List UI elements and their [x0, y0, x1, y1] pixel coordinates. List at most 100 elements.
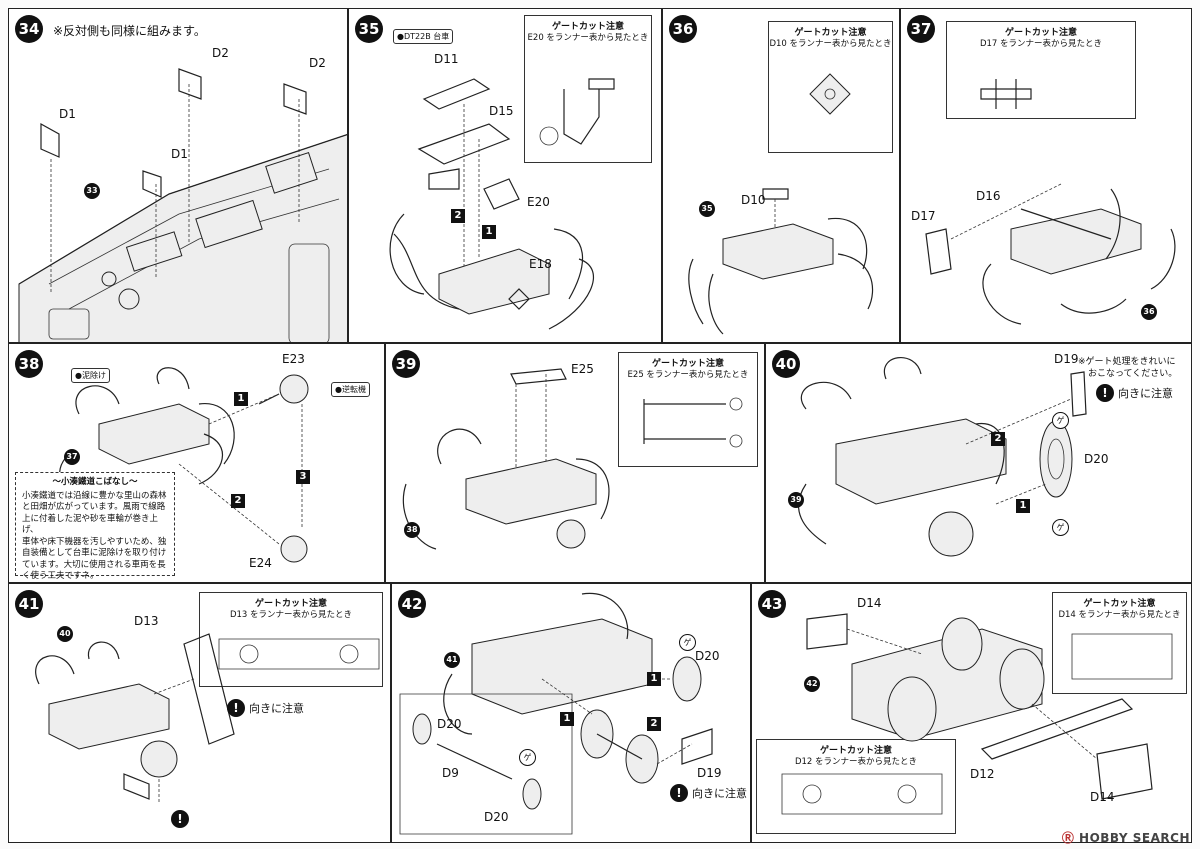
orientation-marker: !: [171, 810, 189, 828]
note-line: ています。大切に使用される車両を長: [22, 559, 166, 570]
gate-cut-callout: ゲートカット注意 E20 をランナー表から見たとき: [524, 15, 652, 163]
gate-mark-icon: ゲ: [1052, 412, 1069, 429]
gate-cut-callout: ゲートカット注意 D14 をランナー表から見たとき: [1052, 592, 1187, 694]
order-marker: 2: [451, 209, 465, 223]
step-34-panel: 34 ※反対側も同様に組みます。 D1 D2 D2 D1 33: [8, 8, 348, 343]
part-d14-label: D14: [857, 596, 882, 610]
orientation-warning: ! 向きに注意: [227, 699, 304, 717]
gate-cut-callout: ゲートカット注意 D17 をランナー表から見たとき: [946, 21, 1136, 119]
gate-cut-callout: ゲートカット注意 D13 をランナー表から見たとき: [199, 592, 383, 687]
step-number: 35: [355, 15, 383, 43]
car-body-diagram: [18, 68, 347, 342]
callout-title: ゲートカット注意: [254, 599, 327, 609]
note-line: 自装備として台車に泥除けを取り付け: [22, 548, 167, 558]
callout-desc: E25 をランナー表から見たとき: [627, 370, 749, 380]
step-37-panel: 37 ゲートカット注意 D17 をランナー表から見たとき D17 D16 36: [900, 8, 1192, 343]
exclamation-icon: !: [171, 810, 189, 828]
note-line: と田畑が広がっています。風雨で線路: [22, 502, 166, 512]
hobby-search-watermark: Ⓡ HOBBY SEARCH: [1061, 831, 1190, 845]
part-d1-label: D1: [171, 147, 188, 161]
callout-desc: D10 をランナー表から見たとき: [769, 39, 892, 49]
bogie-wheel-diagram: [798, 357, 1087, 557]
part-d14-label: D14: [1090, 790, 1115, 804]
ref-step-marker: 35: [699, 201, 715, 217]
callout-title: ゲートカット注意: [794, 28, 867, 38]
part-d2-label: D2: [309, 56, 326, 70]
order-marker: 1: [1016, 499, 1030, 513]
step-instruction: ※反対側も同様に組みます。: [53, 24, 206, 38]
part-d17-label: D17: [911, 209, 936, 223]
step-number: 37: [907, 15, 935, 43]
step-39-panel: 39 ゲートカット注意 E25 をランナー表から見たとき E25 38: [385, 343, 765, 583]
part-d16-label: D16: [976, 189, 1001, 203]
order-marker: 1: [482, 225, 496, 239]
callout-desc: D14 をランナー表から見たとき: [1058, 610, 1181, 620]
gate-note-line: ※ゲート処理をきれいに: [1078, 357, 1176, 367]
part-d19-label: D19: [1054, 352, 1079, 366]
part-d20-label: D20: [695, 649, 720, 663]
callout-desc: D17 をランナー表から見たとき: [979, 39, 1103, 49]
callout-title: ゲートカット注意: [819, 746, 892, 756]
mud-guard-badge: ●泥除け: [71, 368, 110, 383]
step-42-panel: 42 D20 D20 D9 D20 D19 ゲ ゲ 41 1 1 2: [391, 583, 751, 843]
part-d15-label: D15: [489, 104, 514, 118]
gate-mark-icon: ゲ: [519, 749, 536, 766]
exclamation-icon: !: [1096, 384, 1114, 402]
bogie-frame-diagram: [389, 78, 615, 330]
order-marker: 2: [647, 717, 661, 731]
callout-title: ゲートカット注意: [651, 359, 724, 369]
reverser-badge: ●逆転機: [331, 382, 370, 397]
ref-step-marker: 42: [804, 676, 820, 692]
bogie-brake-diagram: [925, 79, 1176, 325]
wheelset-diagram: [399, 592, 713, 835]
step-35-panel: 35 ●DT22B 台車 ゲートカット注意 E20 をランナー表から見たとき D…: [348, 8, 662, 343]
exclamation-icon: !: [227, 699, 245, 717]
note-title: 〜小湊鐵道こばなし〜: [52, 477, 138, 487]
bogie-sideframe-diagram: [35, 633, 380, 804]
order-marker: 1: [647, 672, 661, 686]
step-36-panel: 36 ゲートカット注意 D10 をランナー表から見たとき D10 35: [662, 8, 900, 343]
step-number: 36: [669, 15, 697, 43]
step-number: 41: [15, 590, 43, 618]
part-d2-label: D2: [212, 46, 229, 60]
bogie-reverser-diagram: [59, 367, 309, 563]
callout-desc: D12 をランナー表から見たとき: [794, 757, 918, 767]
part-d9-label: D9: [442, 766, 459, 780]
ref-step-marker: 37: [64, 449, 80, 465]
part-e25-label: E25: [571, 362, 594, 376]
bogie-e25-diagram: [402, 368, 743, 550]
part-d20-label: D20: [437, 717, 462, 731]
order-marker: 1: [234, 392, 248, 406]
ref-step-marker: 39: [788, 492, 804, 508]
orientation-warning: ! 向きに注意: [670, 784, 747, 802]
step-43-panel: 43 ゲートカット注意 D14 をランナー表から見たとき ゲートカット注意 D1…: [751, 583, 1192, 843]
gate-cut-callout: ゲートカット注意 D12 をランナー表から見たとき: [756, 739, 956, 834]
callout-desc: E20 をランナー表から見たとき: [527, 33, 649, 43]
step-number: 40: [772, 350, 800, 378]
note-line: 小湊鐵道では沿線に豊かな里山の森林: [22, 490, 167, 501]
step-41-panel: 41 ゲートカット注意 D13 をランナー表から見たとき D13 40 ! 向き…: [8, 583, 391, 843]
step-number: 43: [758, 590, 786, 618]
order-marker: 3: [296, 470, 310, 484]
note-line: く使う工夫ですネ。: [22, 571, 99, 581]
part-e18-label: E18: [529, 257, 552, 271]
bogie-final-diagram: [781, 613, 1173, 815]
trivia-note: 〜小湊鐵道こばなし〜 小湊鐵道では沿線に豊かな里山の森林 と田畑が広がっています…: [15, 472, 175, 581]
order-marker: 2: [991, 432, 1005, 446]
part-d20-label: D20: [484, 810, 509, 824]
callout-title: ゲートカット注意: [1083, 599, 1156, 609]
part-d1-label: D1: [59, 107, 76, 121]
part-d10-label: D10: [741, 193, 766, 207]
ref-step-marker: 41: [444, 652, 460, 668]
part-d20-label: D20: [1084, 452, 1109, 466]
part-e24-label: E24: [249, 556, 272, 570]
part-d13-label: D13: [134, 614, 159, 628]
callout-title: ゲートカット注意: [1004, 28, 1077, 38]
step-38-panel: 38 ●泥除け ●逆転機 E23 E24 37 1 2 3 〜小湊鐵道こばなし〜…: [8, 343, 385, 583]
warning-text: 向きに注意: [249, 702, 304, 715]
order-marker: 1: [560, 712, 574, 726]
gate-note-line: おこなってください。: [1088, 369, 1178, 379]
part-e23-label: E23: [282, 352, 305, 366]
ref-step-marker: 40: [57, 626, 73, 642]
